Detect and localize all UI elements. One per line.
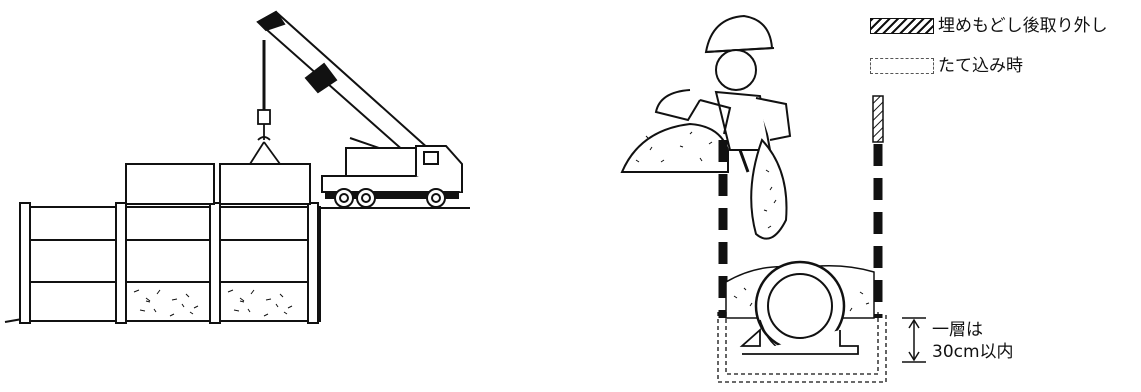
- crane-boom: [256, 10, 432, 162]
- worker-figure: [654, 14, 792, 240]
- left-scene: [4, 10, 470, 324]
- backfill-soil: [128, 284, 293, 320]
- crane-hook: [249, 40, 281, 165]
- legend-label-installing: たて込み時: [938, 56, 1023, 76]
- dimension-marker: [902, 317, 926, 363]
- dashed-frame: [717, 312, 887, 383]
- panel-block: [125, 163, 215, 205]
- legend-label-removed: 埋めもどし後取り外し: [938, 16, 1108, 36]
- annotation-line2: 30cm以内: [932, 342, 1014, 362]
- crane-truck: [321, 145, 463, 208]
- retaining-wall: [19, 202, 321, 324]
- trench-right-wall: [872, 95, 884, 318]
- soil-mound: [620, 122, 729, 173]
- pipe: [754, 260, 846, 353]
- annotation-line1: 一層は: [932, 320, 983, 340]
- legend-swatch-hatched: [870, 18, 934, 34]
- pipe-support: [739, 327, 859, 355]
- right-scene: [620, 14, 926, 383]
- legend-swatch-dashed: [870, 58, 934, 74]
- panel-block: [219, 163, 311, 205]
